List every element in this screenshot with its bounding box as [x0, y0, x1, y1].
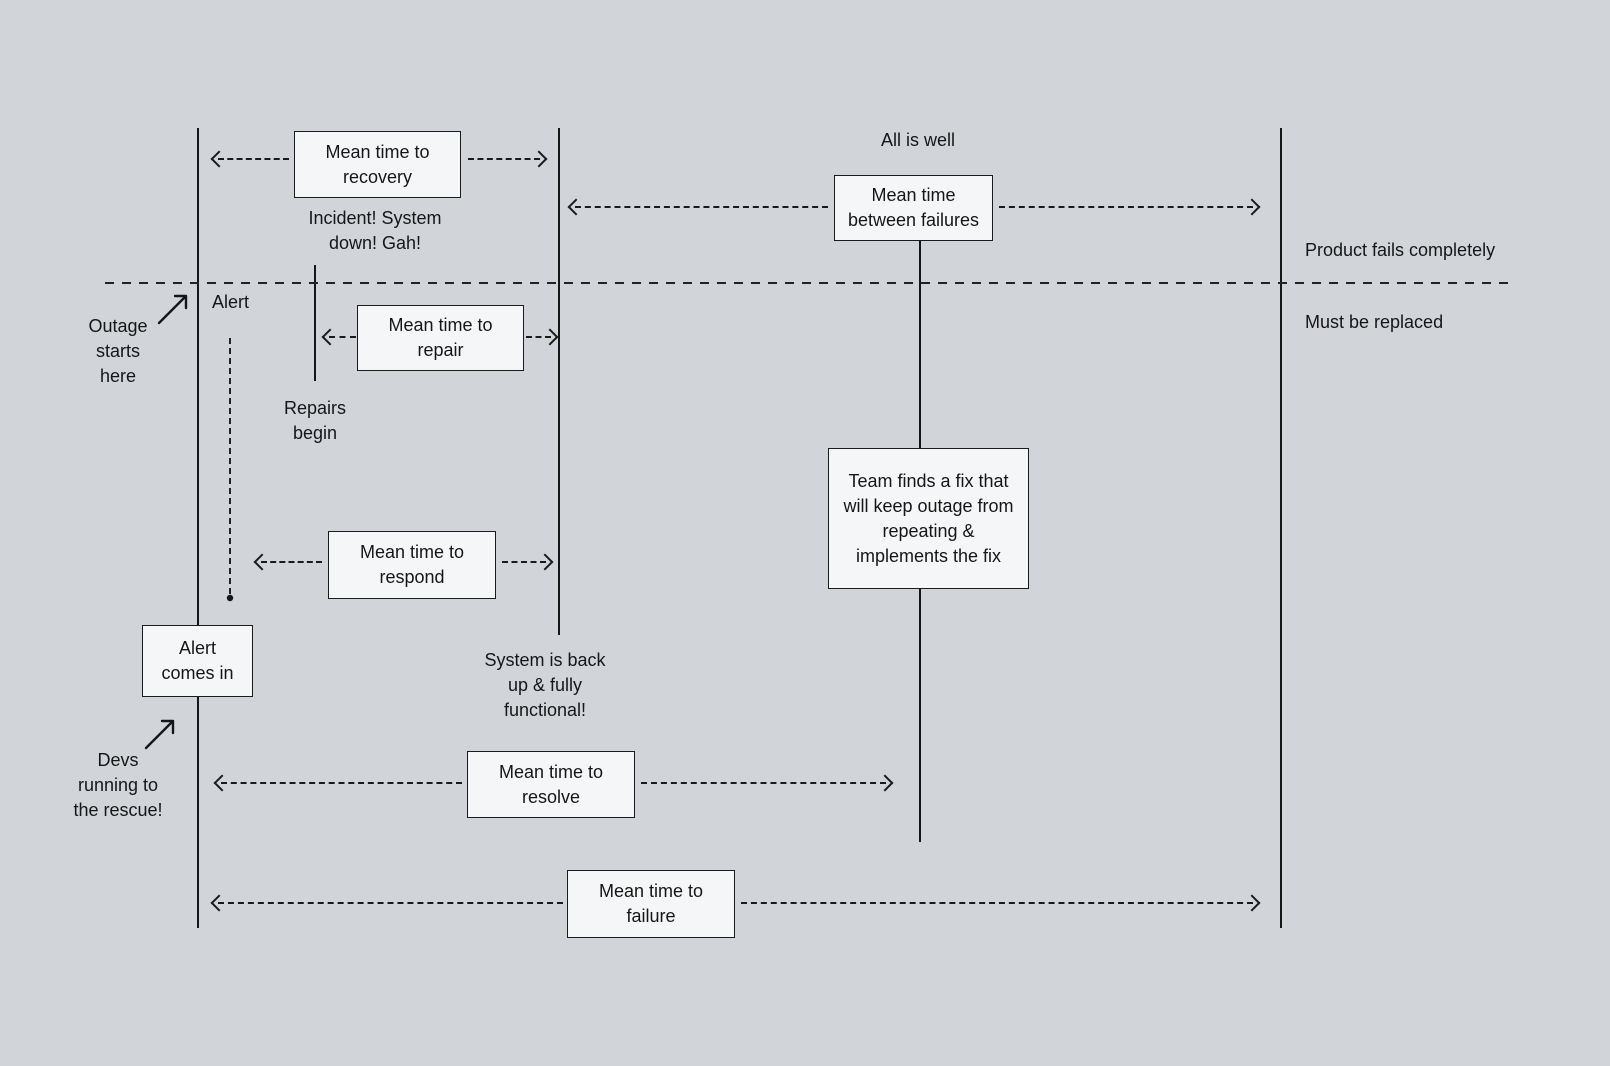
arrow-left-icon: [253, 553, 271, 571]
mean-time-to-resolve-label: Mean time to resolve: [498, 761, 604, 807]
arrow-right-icon: [536, 553, 554, 571]
mean-time-to-respond-box: Mean time to respond: [328, 531, 496, 599]
product-fails-label: Product fails completely: [1305, 240, 1496, 260]
team-finds-fix-box: Team finds a fix that will keep outage f…: [828, 448, 1029, 589]
repairs-begin-label: Repairs begin: [283, 398, 347, 443]
must-be-replaced-label: Must be replaced: [1305, 312, 1444, 332]
arrow-right-icon: [541, 328, 559, 346]
devs-rescue-label: Devs running to the rescue!: [73, 750, 163, 820]
arrow-right-icon: [876, 774, 894, 792]
mean-time-to-failure-label: Mean time to failure: [598, 881, 704, 926]
arrow-left-icon: [567, 198, 585, 216]
arrow-right-icon: [1243, 894, 1261, 912]
mean-time-between-failures-label: Mean time between failures: [847, 185, 980, 230]
mean-time-to-repair-label: Mean time to repair: [388, 315, 493, 360]
team-finds-fix-label: Team finds a fix that will keep outage f…: [843, 470, 1014, 566]
alert-drop-dashed-line: [229, 338, 231, 594]
alert-line-end-dot: [226, 594, 234, 602]
product-failure-timeline: [1280, 128, 1282, 928]
failure-threshold-dashed-line: [105, 282, 1510, 284]
outage-start-timeline: [197, 128, 199, 928]
mean-time-to-recovery-box: Mean time to recovery: [294, 131, 461, 198]
arrow-left-icon: [213, 774, 231, 792]
all-is-well-label: All is well: [880, 130, 955, 150]
mean-time-to-repair-box: Mean time to repair: [357, 305, 524, 371]
arrow-left-icon: [210, 894, 228, 912]
incident-label: Incident! System down! Gah!: [308, 208, 442, 253]
mean-time-between-failures-box: Mean time between failures: [834, 175, 993, 241]
outage-starts-here-label: Outage starts here: [88, 316, 148, 386]
repairs-begin-tick-line: [314, 265, 316, 381]
alert-comes-in-box: Alert comes in: [142, 625, 253, 697]
mean-time-to-respond-label: Mean time to respond: [359, 542, 465, 587]
mean-time-to-recovery-label: Mean time to recovery: [325, 141, 430, 187]
alert-comes-in-label: Alert comes in: [161, 638, 234, 683]
alert-label: Alert: [212, 292, 250, 312]
system-back-up-label: System is back up & fully functional!: [484, 650, 606, 720]
arrow-left-icon: [321, 328, 339, 346]
mean-time-to-failure-box: Mean time to failure: [567, 870, 735, 938]
arrow-right-icon: [1243, 198, 1261, 216]
arrow-left-icon: [210, 150, 228, 168]
system-restored-timeline: [558, 128, 560, 635]
devs-callout-arrow-icon: [144, 719, 175, 750]
mean-time-to-resolve-box: Mean time to resolve: [467, 751, 635, 818]
arrow-right-icon: [530, 150, 548, 168]
